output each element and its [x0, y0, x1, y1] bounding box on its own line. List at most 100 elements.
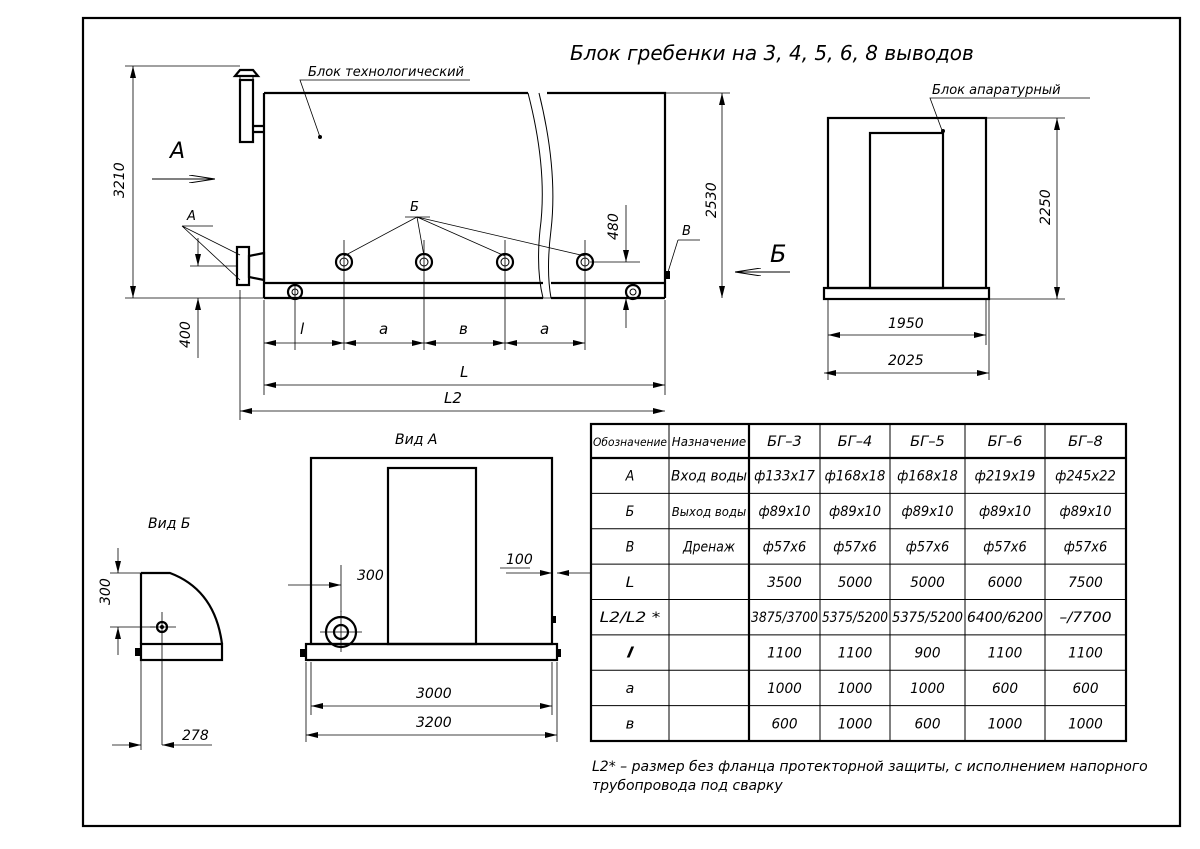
table-cell: 600 [771, 716, 797, 732]
dim-L2-label: L2 [444, 389, 462, 407]
table-cell: 600 [992, 681, 1018, 697]
footnote-line-1: L2* – размер без фланца протекторной защ… [592, 759, 1148, 775]
view-a-letter: A [168, 139, 185, 164]
dim-segments: l a в a [264, 320, 585, 346]
table-cell: 3875/3700 [751, 610, 818, 626]
dim-viewb-300-label: 300 [98, 578, 114, 605]
dim-viewa-3200-label: 3200 [416, 715, 452, 731]
dim-2530-label: 2530 [704, 182, 720, 218]
dim-viewb-278-label: 278 [182, 728, 209, 744]
main-view [125, 68, 670, 420]
table-cell: ф57х6 [833, 539, 876, 555]
dim-2530: 2530 [665, 92, 730, 298]
table-cell: 600 [1072, 681, 1098, 697]
table-cell: 5375/5200 [822, 610, 888, 626]
table-cell: ф133х17 [754, 469, 815, 485]
table-cell: L2/L2 * [600, 610, 661, 626]
dim-l-label: l [300, 320, 305, 338]
table-header-cell: БГ–4 [838, 434, 873, 450]
table-cell: ф89х10 [901, 504, 953, 520]
dim-480-label: 480 [606, 213, 622, 240]
dim-a1-label: a [379, 320, 388, 338]
dim-2250-label: 2250 [1038, 189, 1054, 225]
table-cell: ф219х19 [975, 469, 1036, 485]
table-cell: ф245х22 [1055, 469, 1116, 485]
table-cell: Дренаж [682, 539, 735, 555]
table-cell: L [626, 575, 635, 591]
sheet-border [81, 16, 1182, 828]
outlets-label: Б [410, 200, 419, 215]
table-cell: в [626, 716, 635, 732]
table-cell: 7500 [1068, 575, 1103, 591]
table-cell: 6000 [988, 575, 1023, 591]
table-cell: A [625, 469, 635, 485]
table-cell: 6400/6200 [967, 610, 1043, 626]
dim-viewa-3000-label: 3000 [416, 686, 452, 702]
table-header-cell: БГ–3 [767, 434, 802, 450]
table-cell: Выход воды [672, 505, 746, 519]
table-cell: 1100 [1068, 646, 1103, 662]
inlet-flange [235, 245, 266, 287]
footnote-line-2: трубопровода под сварку [592, 778, 783, 794]
table-cell: 5000 [910, 575, 945, 591]
drain-fitting [665, 271, 670, 279]
table-border [589, 422, 1128, 743]
dim-L2: L2 [240, 389, 665, 414]
break-line [527, 92, 544, 299]
table-cell: 1100 [767, 646, 802, 662]
view-b-letter: Б [770, 240, 786, 268]
table-cell: ф168х18 [825, 469, 886, 485]
table-header-cell: Назначение [672, 435, 746, 449]
table-cell: 1100 [988, 646, 1023, 662]
view-a: Вид А 300 100 3000 3200 [288, 432, 590, 742]
table-cell: ф57х6 [983, 539, 1026, 555]
dim-3210-label: 3210 [112, 162, 128, 198]
table-cell: a [626, 681, 635, 697]
table-cell: ф57х6 [763, 539, 806, 555]
inlet-a-callout: A [181, 209, 241, 281]
dim-400: 400 [178, 238, 237, 358]
dim-viewa-100-label: 100 [506, 552, 533, 568]
chimney [232, 68, 264, 144]
table-cell: 900 [914, 646, 940, 662]
table-cell: 600 [914, 716, 940, 732]
table-cell: Б [626, 504, 635, 520]
view-b-title: Вид Б [148, 516, 190, 532]
table-cell: Вход воды [671, 469, 747, 485]
table-cell: 1000 [838, 716, 873, 732]
table-cell: l [626, 646, 635, 662]
dim-v-label: в [459, 320, 468, 338]
dim-L: L [264, 363, 665, 388]
table-cell: ф89х10 [1059, 504, 1111, 520]
view-b: Вид Б 300 278 [98, 516, 224, 750]
table-cell: ф89х10 [979, 504, 1031, 520]
table-header-cell: БГ–6 [988, 434, 1023, 450]
table-cell: В [626, 539, 635, 555]
table-header-cell: Обозначение [593, 435, 667, 449]
table-cell: 3500 [767, 575, 802, 591]
table-cell: 1000 [1068, 716, 1103, 732]
outlets-callout: Б [343, 200, 586, 257]
dim-3210: 3210 [112, 65, 240, 298]
dim-400-label: 400 [178, 321, 194, 348]
dim-1950-label: 1950 [888, 316, 924, 332]
drawing-title: Блок гребенки на 3, 4, 5, 6, 8 выводов [570, 41, 974, 65]
view-a-title: Вид А [395, 432, 437, 448]
table-cell: 5000 [838, 575, 873, 591]
outlet-pipes [334, 252, 595, 272]
apparatus-block-label: Блок апаратурный [932, 83, 1061, 98]
table-cell: 1000 [988, 716, 1023, 732]
dim-a2-label: a [540, 320, 549, 338]
inlet-a-label: A [186, 209, 196, 224]
table-cell: 5375/5200 [892, 610, 963, 626]
dim-480: 480 [590, 205, 640, 328]
dim-L-label: L [460, 363, 468, 381]
table-cell: 1000 [838, 681, 873, 697]
drain-label: В [682, 224, 691, 239]
table-cell: 1100 [838, 646, 873, 662]
view-a-arrow: A [152, 139, 215, 179]
table-header-cell: БГ–5 [910, 434, 945, 450]
drain-callout: В [667, 224, 700, 273]
